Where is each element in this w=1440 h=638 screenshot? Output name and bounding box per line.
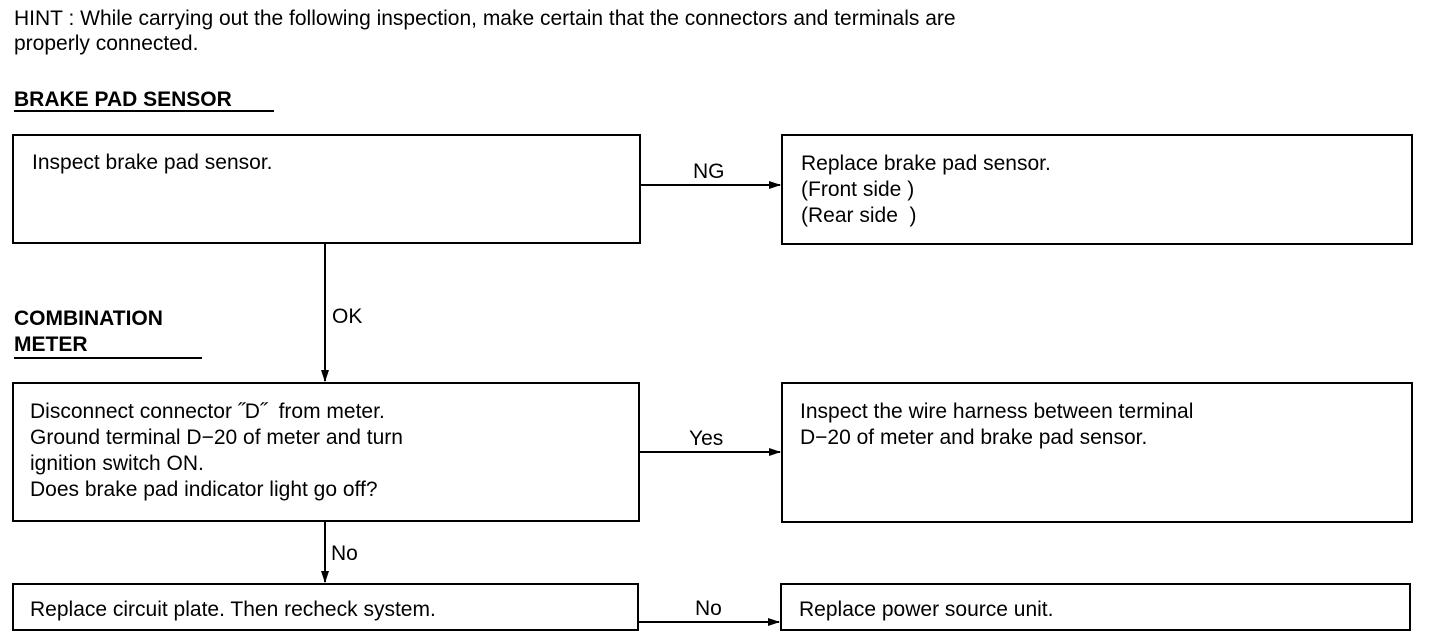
ng-label: NG xyxy=(693,160,725,183)
hint-line-1: HINT : While carrying out the following … xyxy=(14,7,956,30)
section-heading-combination-line-2: METER xyxy=(14,333,88,356)
replace-power-unit-text: Replace power source unit. xyxy=(799,598,1054,621)
rear-side-text: (Rear side ) xyxy=(801,204,917,227)
section-heading-combination-line-1: COMBINATION xyxy=(14,307,163,330)
combination-meter-underline xyxy=(14,357,202,359)
replace-sensor-text: Replace brake pad sensor. xyxy=(801,152,1051,175)
replace-power-unit-box: Replace power source unit. xyxy=(780,583,1411,631)
front-side-text: (Front side ) xyxy=(801,178,915,201)
inspect-sensor-text: Inspect brake pad sensor. xyxy=(32,151,273,174)
no-down-label: No xyxy=(331,542,358,565)
replace-circuit-plate-text: Replace circuit plate. Then recheck syst… xyxy=(30,598,436,621)
disconnect-line-3: ignition switch ON. xyxy=(30,452,204,475)
replace-circuit-plate-box: Replace circuit plate. Then recheck syst… xyxy=(12,583,639,631)
disconnect-line-4: Does brake pad indicator light go off? xyxy=(30,478,378,501)
replace-sensor-box: Replace brake pad sensor. (Front side ) … xyxy=(781,134,1413,245)
disconnect-line-1: Disconnect connector ˝D˝ from meter. xyxy=(30,400,385,423)
ok-label: OK xyxy=(332,305,363,328)
no-right-label: No xyxy=(695,597,722,620)
section-heading-brake-pad-sensor: BRAKE PAD SENSOR xyxy=(14,88,232,111)
yes-label: Yes xyxy=(689,427,724,450)
disconnect-line-2: Ground terminal D−20 of meter and turn xyxy=(30,426,403,449)
inspect-harness-box: Inspect the wire harness between termina… xyxy=(781,382,1413,523)
inspect-sensor-box: Inspect brake pad sensor. xyxy=(12,134,641,244)
harness-line-1: Inspect the wire harness between termina… xyxy=(800,400,1194,423)
hint-line-2: properly connected. xyxy=(14,32,199,55)
brake-pad-sensor-underline xyxy=(14,110,274,112)
harness-line-2: D−20 of meter and brake pad sensor. xyxy=(800,426,1148,449)
disconnect-connector-box: Disconnect connector ˝D˝ from meter. Gro… xyxy=(12,382,640,522)
